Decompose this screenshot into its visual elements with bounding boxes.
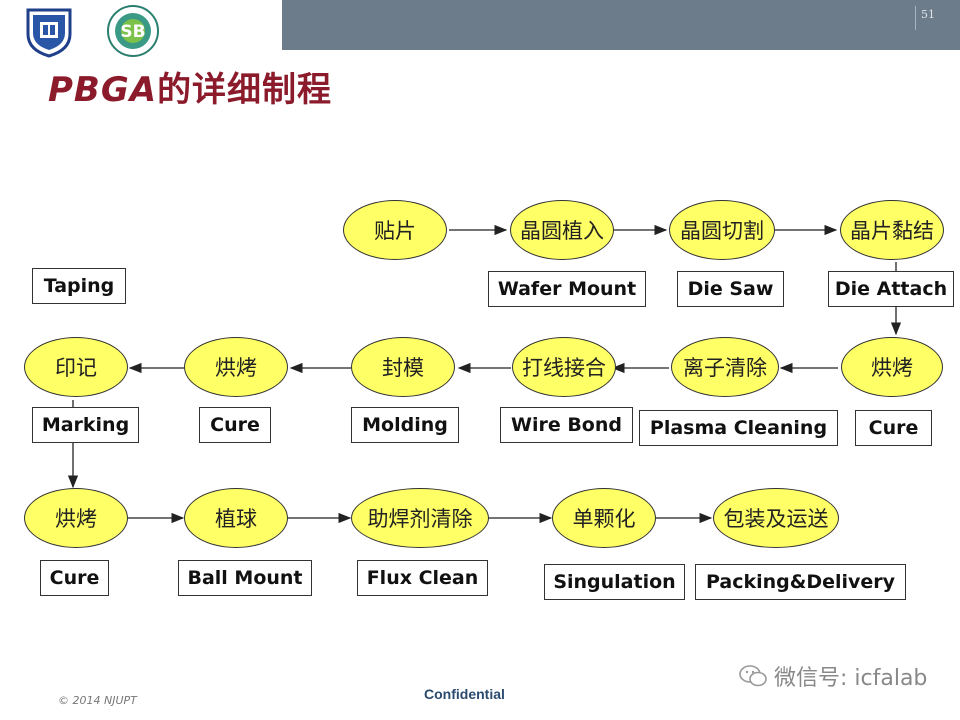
header-bar	[282, 0, 960, 50]
university-seal-logo	[26, 8, 72, 58]
header-separator	[915, 6, 916, 30]
wechat-icon	[739, 665, 767, 687]
step-node-flux-clean: 助焊剂清除	[351, 488, 489, 548]
step-node-singulation: 单颗化	[552, 488, 656, 548]
step-label-molding: Molding	[351, 407, 459, 443]
institute-badge-logo: SB	[107, 5, 159, 57]
badge-text: SB	[120, 22, 145, 42]
title-cjk: 的详细制程	[157, 70, 333, 110]
step-node-ball-mount: 植球	[184, 488, 288, 548]
step-label-die-saw: Die Saw	[677, 271, 784, 307]
watermark-text: 微信号: icfalab	[774, 666, 928, 691]
step-label-singulation: Singulation	[544, 564, 685, 600]
step-node-cure-1: 烘烤	[841, 337, 943, 397]
step-node-plasma-cleaning: 离子清除	[671, 337, 779, 397]
step-node-marking: 印记	[24, 337, 128, 397]
step-node-wafer-mount: 晶圆植入	[510, 200, 614, 260]
step-node-die-saw: 晶圆切割	[669, 200, 775, 260]
page-number: 51	[921, 8, 935, 21]
step-node-molding: 封模	[351, 337, 455, 397]
step-label-packing-delivery: Packing&Delivery	[695, 564, 906, 600]
confidential-text: Confidential	[424, 686, 505, 702]
step-node-cure-3: 烘烤	[24, 488, 128, 548]
step-label-die-attach: Die Attach	[828, 271, 954, 307]
step-label-cure-1: Cure	[855, 410, 932, 446]
step-label-plasma-cleaning: Plasma Cleaning	[639, 410, 838, 446]
step-node-packing-delivery: 包装及运送	[713, 488, 839, 548]
page-title: PBGA的详细制程	[48, 62, 332, 111]
step-label-wire-bond: Wire Bond	[500, 407, 633, 443]
copyright-text: © 2014 NJUPT	[58, 694, 137, 707]
title-latin: PBGA	[48, 70, 158, 110]
step-node-wire-bond: 打线接合	[512, 337, 616, 397]
step-label-marking: Marking	[32, 407, 139, 443]
wechat-watermark: 微信号: icfalab	[738, 660, 927, 692]
step-label-cure-2: Cure	[199, 407, 271, 443]
step-node-taping: 贴片	[343, 200, 447, 260]
step-node-cure-2: 烘烤	[184, 337, 288, 397]
step-node-die-attach: 晶片黏结	[840, 200, 944, 260]
step-label-cure-3: Cure	[40, 560, 109, 596]
step-label-ball-mount: Ball Mount	[178, 560, 312, 596]
step-label-wafer-mount: Wafer Mount	[488, 271, 646, 307]
step-label-flux-clean: Flux Clean	[357, 560, 488, 596]
step-label-taping: Taping	[32, 268, 126, 304]
